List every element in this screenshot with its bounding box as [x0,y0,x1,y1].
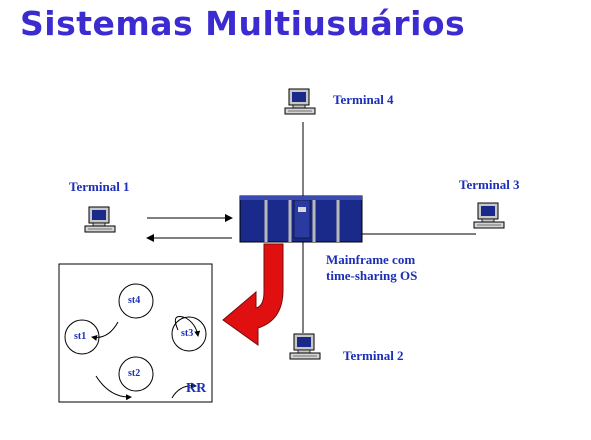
terminal3-label: Terminal 3 [459,177,520,192]
rr-arrow-st2-bottom [95,375,132,401]
state-label-st2: st2 [128,368,141,379]
state-label-st1: st1 [74,331,87,342]
slide-title: Sistemas Multiusuários [20,4,466,43]
terminal1-icon [84,206,116,233]
mainframe-caption-line1: Mainframe com [326,252,416,267]
rr-arrow-to-st3 [171,382,197,399]
rr-arrow-st4-st1 [91,321,119,341]
terminal3-icon [473,202,505,229]
terminal1-label: Terminal 1 [69,179,130,194]
rr-arrow-st3-self [174,316,201,337]
scheduler-box [58,263,213,403]
state-circle-st3 [171,316,207,352]
terminal2-icon [289,333,321,360]
mainframe-caption-line2: time-sharing OS [326,268,418,283]
state-label-st4: st4 [128,295,141,306]
terminal4-label: Terminal 4 [333,92,394,107]
state-circle-st4 [118,283,154,319]
terminal4-icon [284,88,316,115]
mainframe-caption: Mainframe com time-sharing OS [326,252,417,284]
mainframe-icon [239,195,363,243]
state-circle-st2 [118,356,154,392]
scheduler-policy-label: RR [186,381,207,396]
red-curved-arrow [222,243,284,346]
state-label-st3: st3 [181,328,194,339]
terminal2-label: Terminal 2 [343,348,404,363]
